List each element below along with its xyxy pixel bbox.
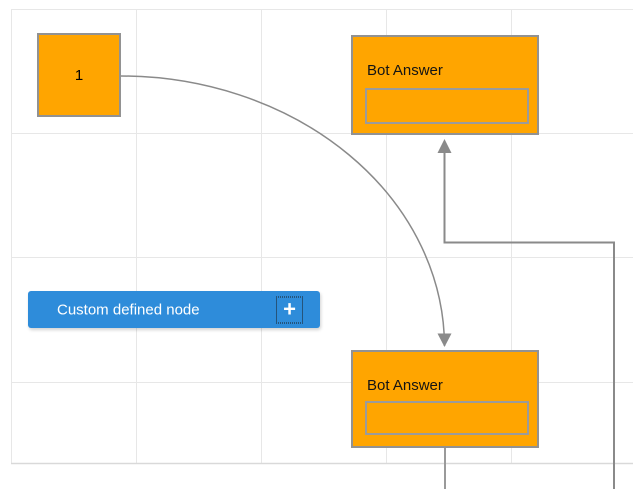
node-1[interactable]: 1 [37, 33, 121, 117]
bot-answer-input[interactable] [365, 401, 529, 435]
bot-answer-input[interactable] [365, 88, 529, 124]
arrowhead-up-icon [437, 139, 452, 153]
bot-answer-node-bottom[interactable]: Bot Answer [351, 350, 539, 448]
connector-curved-node1-to-bottom-bot[interactable] [119, 75, 452, 347]
node-1-label: 1 [74, 66, 84, 84]
arrowhead-down-icon [437, 333, 452, 347]
bot-answer-title: Bot Answer [367, 377, 443, 394]
bot-answer-node-top[interactable]: Bot Answer [351, 35, 539, 135]
connector-elbow-to-top-bot[interactable] [437, 139, 615, 489]
custom-node-label: Custom defined node [57, 301, 200, 318]
add-plus-icon[interactable]: + [276, 296, 303, 323]
bot-answer-title: Bot Answer [367, 62, 443, 79]
custom-defined-node[interactable]: Custom defined node + [28, 291, 320, 328]
